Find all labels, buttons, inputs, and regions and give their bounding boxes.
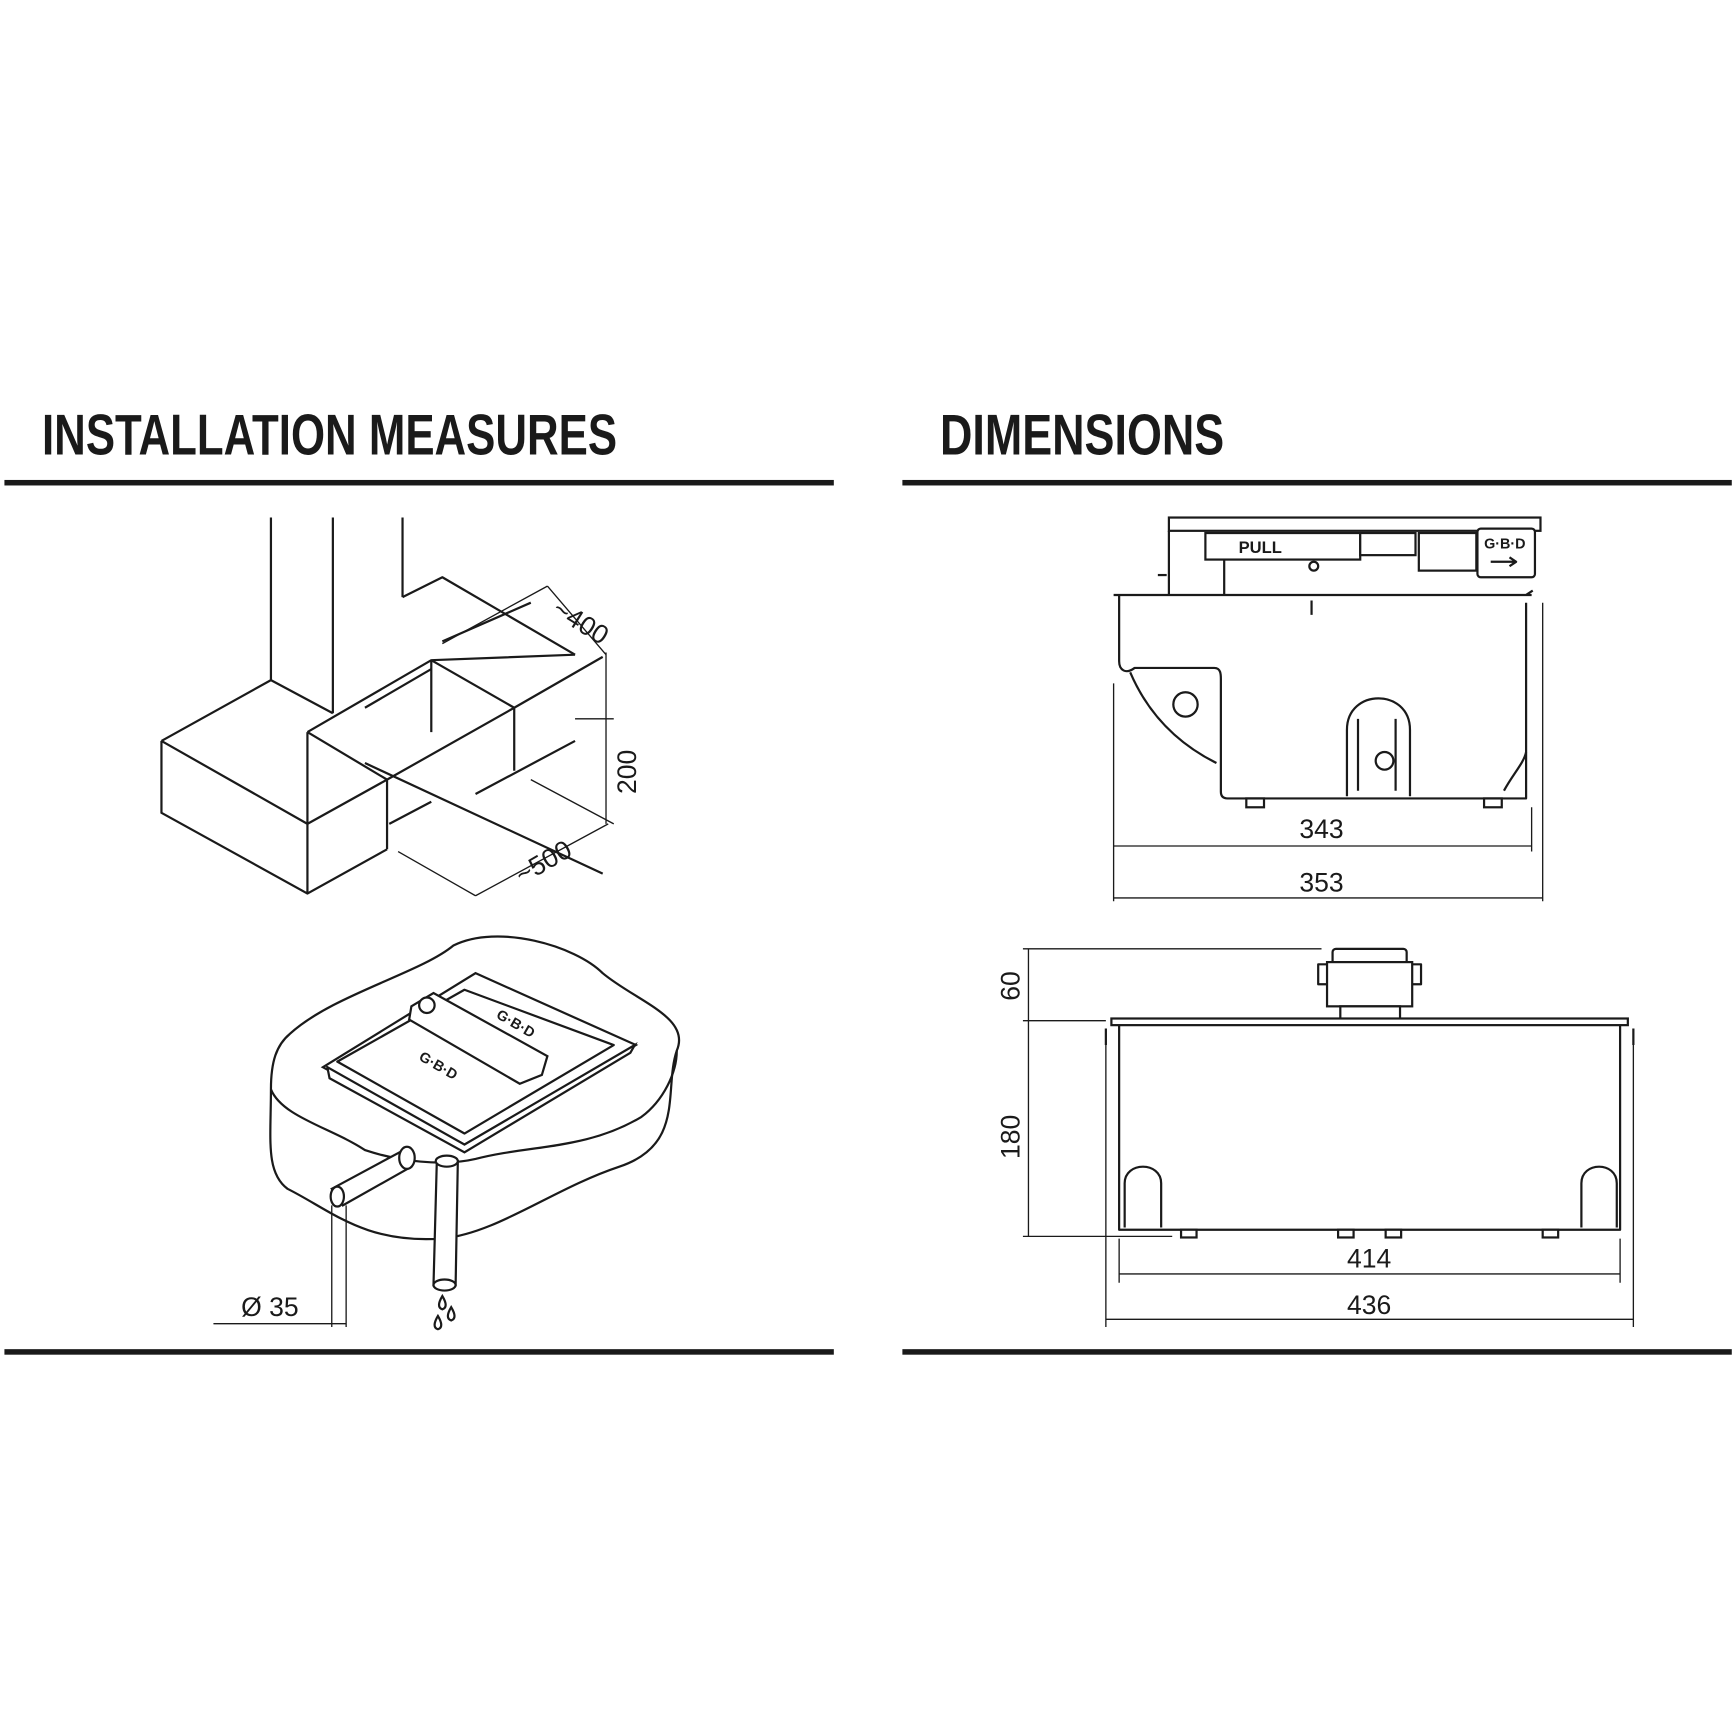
side-logo: G·B·D [1484, 537, 1525, 553]
depth-label: ~400 [548, 593, 615, 650]
body-height-label: 180 [996, 1115, 1026, 1159]
right-bottom-rule [902, 1349, 1732, 1355]
pull-label: PULL [1239, 538, 1282, 557]
pipe-diameter-label: Ø 35 [241, 1292, 299, 1322]
installation-niche-drawing: ~400 200 ~500 [160, 517, 642, 897]
left-top-rule [4, 479, 834, 486]
dimensions-heading: DIMENSIONS [940, 404, 1224, 468]
left-bottom-rule [4, 1349, 834, 1355]
inner-width-label: 414 [1347, 1243, 1391, 1273]
water-drops-icon [433, 1293, 456, 1331]
side-view-drawing: PULL G·B·D 343 353 [1112, 516, 1544, 902]
front-view-drawing: 60 180 414 436 [996, 947, 1635, 1328]
width-label: ~500 [510, 834, 577, 890]
inner-depth-label: 343 [1299, 814, 1343, 844]
installation-measures-heading: INSTALLATION MEASURES [42, 404, 617, 468]
ground-installation-drawing: G·B·D G·B·D Ø 35 [213, 935, 681, 1331]
handle-height-label: 60 [996, 971, 1026, 1001]
right-top-rule [902, 479, 1732, 486]
outer-width-label: 436 [1347, 1290, 1391, 1320]
outer-depth-label: 353 [1299, 867, 1343, 897]
height-label: 200 [612, 750, 642, 794]
